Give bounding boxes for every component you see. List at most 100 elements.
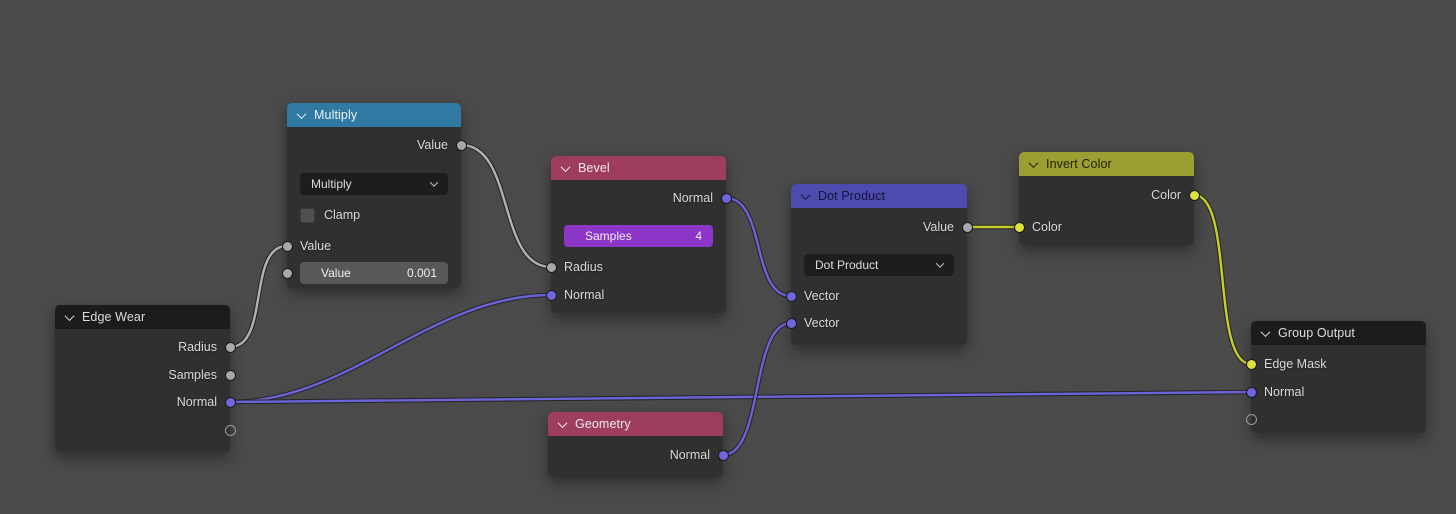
- wire-invert-color.color-out-to-group-output.edge-mask[interactable]: [1193, 193, 1252, 366]
- socket-edge-wear-radius[interactable]: [224, 341, 236, 353]
- row-edge-wear-3: [55, 416, 230, 444]
- node-header-multiply[interactable]: Multiply: [287, 103, 461, 127]
- socket-dot-product-vector1[interactable]: [785, 290, 797, 302]
- socket-label: Vector: [804, 289, 840, 303]
- node-title: Invert Color: [1046, 157, 1112, 171]
- socket-bevel-normal-in[interactable]: [545, 289, 557, 301]
- socket-edge-wear-normal[interactable]: [224, 396, 236, 408]
- node-title: Group Output: [1278, 326, 1355, 340]
- node-title: Geometry: [575, 417, 631, 431]
- collapse-chevron-icon[interactable]: [557, 417, 568, 428]
- node-header-dot-product[interactable]: Dot Product: [791, 184, 967, 208]
- wire-geometry.normal-to-dot-product.vector2[interactable]: [722, 321, 792, 457]
- row-multiply-0: Value: [287, 131, 461, 159]
- socket-dot-product-vector2[interactable]: [785, 317, 797, 329]
- collapse-chevron-icon[interactable]: [296, 108, 307, 119]
- slider-label: Samples: [585, 229, 632, 243]
- node-header-bevel[interactable]: Bevel: [551, 156, 726, 180]
- node-title: Edge Wear: [82, 310, 146, 324]
- row-bevel-1: Samples 4: [551, 222, 726, 250]
- socket-edge-wear-virtual[interactable]: [224, 424, 236, 436]
- collapse-chevron-icon[interactable]: [64, 310, 75, 321]
- node-header-geometry[interactable]: Geometry: [548, 412, 723, 436]
- row-edge-wear-0: Radius: [55, 333, 230, 361]
- checkbox-label: Clamp: [324, 208, 361, 222]
- socket-label: Normal: [176, 395, 217, 409]
- node-title: Bevel: [578, 161, 610, 175]
- row-edge-wear-2: Normal: [55, 388, 230, 416]
- node-header-edge-wear[interactable]: Edge Wear: [55, 305, 230, 329]
- row-geometry-0: Normal: [548, 441, 723, 469]
- row-group-output-1: Normal: [1251, 378, 1426, 406]
- socket-label: Normal: [1264, 385, 1305, 399]
- row-group-output-0: Edge Mask: [1251, 350, 1426, 378]
- socket-label: Value: [300, 239, 332, 253]
- socket-label: Vector: [804, 316, 840, 330]
- row-dot-product-1: Dot Product: [791, 251, 967, 279]
- row-group-output-2: [1251, 405, 1426, 433]
- collapse-chevron-icon[interactable]: [1260, 326, 1271, 337]
- wire-edge-wear.radius-to-multiply.value-in1[interactable]: [229, 244, 288, 349]
- collapse-chevron-icon[interactable]: [1028, 157, 1039, 168]
- row-bevel-0: Normal: [551, 184, 726, 212]
- dropdown-value: Dot Product: [815, 258, 879, 272]
- dropdown-dot-product[interactable]: Dot Product: [804, 254, 954, 276]
- socket-label: Samples: [168, 368, 217, 382]
- socket-label: Normal: [564, 288, 605, 302]
- row-invert-color-0: Color: [1019, 181, 1194, 209]
- socket-multiply-value-in2[interactable]: [281, 267, 293, 279]
- socket-label: Edge Mask: [1264, 357, 1327, 371]
- socket-bevel-radius[interactable]: [545, 261, 557, 273]
- socket-edge-wear-samples[interactable]: [224, 369, 236, 381]
- wire-edge-wear.normal-to-bevel.normal-in[interactable]: [229, 293, 552, 404]
- socket-group-output-edge-mask[interactable]: [1245, 358, 1257, 370]
- socket-label: Color: [1151, 188, 1181, 202]
- socket-dot-product-value[interactable]: [961, 221, 973, 233]
- socket-multiply-value-in1[interactable]: [281, 240, 293, 252]
- slider-bevel[interactable]: Samples 4: [564, 225, 713, 247]
- row-edge-wear-1: Samples: [55, 361, 230, 389]
- row-bevel-2: Radius: [551, 253, 726, 281]
- row-dot-product-3: Vector: [791, 309, 967, 337]
- socket-label: Radius: [178, 340, 217, 354]
- socket-geometry-normal[interactable]: [717, 449, 729, 461]
- checkbox[interactable]: [300, 207, 315, 223]
- wire-multiply.value-out-to-bevel.radius[interactable]: [460, 143, 552, 269]
- value-field-label: Value: [321, 266, 351, 280]
- dropdown-multiply[interactable]: Multiply: [300, 173, 448, 195]
- socket-label: Normal: [669, 448, 710, 462]
- collapse-chevron-icon[interactable]: [800, 189, 811, 200]
- row-invert-color-1: Color: [1019, 213, 1194, 241]
- node-title: Multiply: [314, 108, 358, 122]
- value-field-multiply[interactable]: Value 0.001: [300, 262, 448, 284]
- value-field-value: 0.001: [406, 266, 437, 280]
- socket-group-output-normal[interactable]: [1245, 386, 1257, 398]
- socket-multiply-value-out[interactable]: [455, 139, 467, 151]
- socket-bevel-normal-out[interactable]: [720, 192, 732, 204]
- node-header-invert-color[interactable]: Invert Color: [1019, 152, 1194, 176]
- wire-bevel.normal-out-to-dot-product.vector1[interactable]: [725, 196, 792, 298]
- socket-invert-color-color-in[interactable]: [1013, 221, 1025, 233]
- socket-invert-color-color-out[interactable]: [1188, 189, 1200, 201]
- row-multiply-4: Value 0.001: [287, 259, 461, 287]
- row-dot-product-2: Vector: [791, 282, 967, 310]
- socket-label: Radius: [564, 260, 603, 274]
- slider-value: 4: [695, 229, 702, 243]
- row-bevel-3: Normal: [551, 281, 726, 309]
- socket-group-output-virtual[interactable]: [1245, 413, 1257, 425]
- node-header-group-output[interactable]: Group Output: [1251, 321, 1426, 345]
- chevron-down-icon: [935, 259, 945, 268]
- socket-label: Value: [922, 220, 954, 234]
- collapse-chevron-icon[interactable]: [560, 161, 571, 172]
- node-title: Dot Product: [818, 189, 886, 203]
- wire-edge-wear.normal-to-group-output.normal[interactable]: [229, 390, 1252, 404]
